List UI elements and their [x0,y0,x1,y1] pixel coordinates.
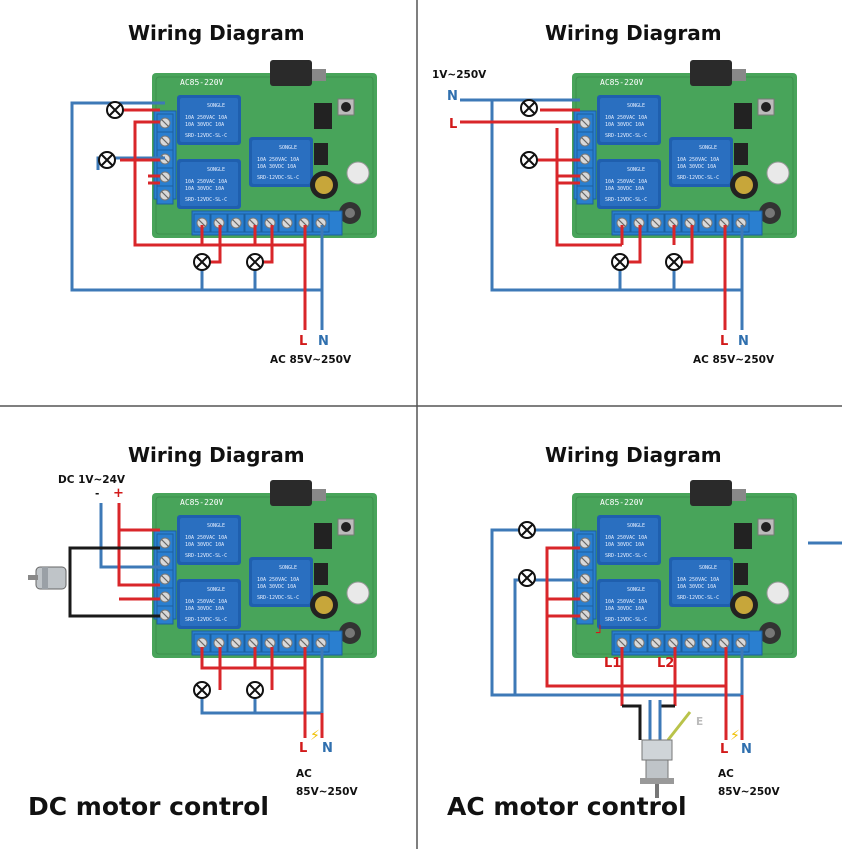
ac-voltage-label: 85V~250V [718,786,780,798]
panel-bottom-right: Wiring Diagram AC85-220V ┘ L1 L2 E ⚡ L N… [447,443,842,821]
lamp-icon [246,253,264,271]
l1-label: L1 [604,656,621,671]
panel-title: Wiring Diagram [545,443,722,467]
lamp-icon [193,253,211,271]
ac-label: AC [718,768,734,780]
panel-top-left: Wiring Diagram AC85-220V L N AC 85V~250V [70,21,377,366]
side-voltage-label: 1V~250V [432,69,487,81]
neutral-label: N [741,742,752,757]
side-live-label: L [449,117,457,132]
ac-label: AC [296,768,312,780]
pcb-label: AC85-220V [600,78,644,87]
lamp-icon [98,151,116,169]
panel-title: Wiring Diagram [128,21,305,45]
panel-title: Wiring Diagram [128,443,305,467]
lamp-icon [518,521,536,539]
pcb-label: AC85-220V [180,78,224,87]
ac-voltage-label: AC 85V~250V [270,354,352,366]
lightning-icon: ⚡ [310,728,320,744]
corner-mark: ┘ [595,624,604,641]
lamp-icon [246,681,264,699]
lightning-icon: ⚡ [730,728,740,744]
dc-plus-label: + [113,486,124,501]
dc-motor-icon [28,566,67,590]
earth-label: E [696,716,703,728]
panel-bottom-left: Wiring Diagram AC85-220V DC 1V~24V - + ⚡… [28,443,377,821]
ac-voltage-label: 85V~250V [296,786,358,798]
lamp-icon [106,101,124,119]
neutral-label: N [318,334,329,349]
l2-label: L2 [657,656,674,671]
dc-minus-label: - [95,488,99,500]
lamp-icon [520,151,538,169]
lamp-icon [611,253,629,271]
caption: DC motor control [28,792,269,821]
neutral-label: N [738,334,749,349]
live-label: L [720,334,728,349]
lamp-icon [193,681,211,699]
panel-top-right: Wiring Diagram AC85-220V 1V~250V N L L N… [432,21,797,366]
pcb-label: AC85-220V [600,498,644,507]
dc-voltage-label: DC 1V~24V [58,474,126,486]
live-label: L [720,742,728,757]
ac-motor-icon [640,739,674,798]
ac-voltage-label: AC 85V~250V [693,354,775,366]
pcb-label: AC85-220V [180,498,224,507]
caption: AC motor control [447,792,687,821]
lamp-icon [520,99,538,117]
panel-title: Wiring Diagram [545,21,722,45]
neutral-label: N [322,741,333,756]
lamp-icon [665,253,683,271]
live-label: L [299,334,307,349]
lamp-icon [518,569,536,587]
side-neutral-label: N [447,89,458,104]
live-label: L [299,741,307,756]
